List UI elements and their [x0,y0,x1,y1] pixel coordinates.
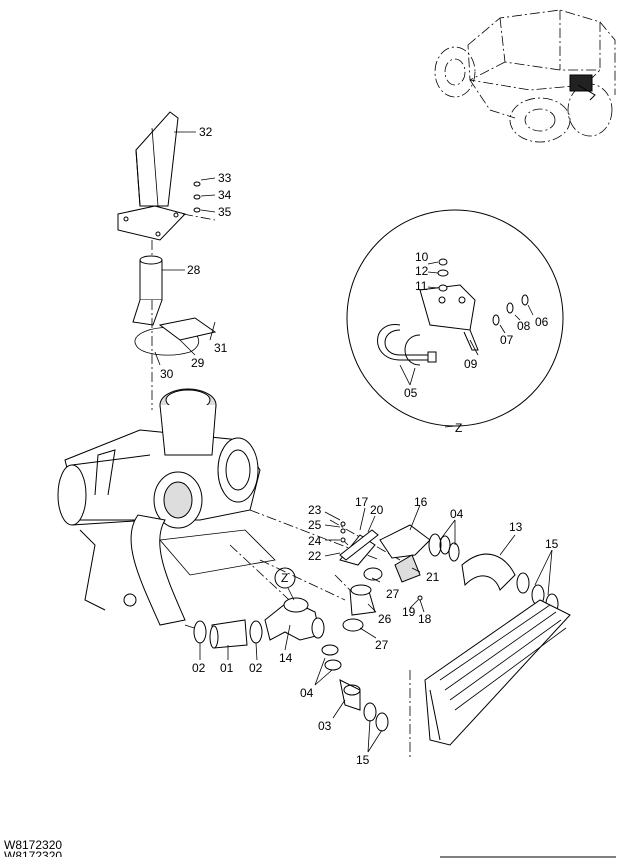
label-leaders [199,504,553,753]
part-label: 06 [535,315,549,329]
part-label: 35 [218,205,232,219]
part-label: 27 [386,587,400,601]
charge-air-pipes [193,597,389,732]
part-label: 12 [415,264,429,278]
part-label: 26 [378,612,392,626]
bracket-assembly [324,507,379,561]
part-label: 05 [404,386,418,400]
part-label: 15 [545,537,559,551]
drawing-code-duplicate: W8172320 [4,849,63,857]
part-label: 27 [375,638,389,652]
part-labels: 32 33 34 35 28 29 30 31 10 12 11 08 07 0… [160,125,559,767]
part-label: 33 [218,171,232,185]
part-label: 10 [415,250,429,264]
part-label: 23 [308,503,322,517]
part-label: 20 [370,503,384,517]
part-label: 04 [450,507,464,521]
part-label: 30 [160,367,174,381]
part-label: 03 [318,719,332,733]
drawing-code: W8172320 [4,838,63,852]
part-label: 22 [308,549,322,563]
exhaust-tube [132,255,217,366]
part-label: 02 [249,661,263,675]
part-label: 32 [199,125,213,139]
part-label: 04 [300,686,314,700]
detail-z-circle [346,209,564,428]
part-label: 16 [414,495,428,509]
part-label: 19 [402,605,416,619]
part-label: 18 [418,612,432,626]
muffler-assembly [57,388,276,626]
part-label: 24 [308,534,322,548]
part-label: 34 [218,188,232,202]
part-label: 28 [187,263,201,277]
part-label: 15 [356,753,370,767]
part-label: 17 [355,495,369,509]
part-label: 29 [191,356,205,370]
part-label: 02 [192,661,206,675]
part-label: 13 [509,520,523,534]
part-label: 21 [426,570,440,584]
detail-marker: Z [281,571,288,585]
part-label: 14 [279,651,293,665]
part-label: 11 [415,279,428,293]
part-label: 08 [517,319,531,333]
part-label: 31 [214,341,228,355]
tractor-overview [434,9,616,143]
stack-bolts [193,177,216,213]
part-label: 25 [308,518,322,532]
part-label: 07 [500,333,514,347]
exhaust-stack [117,111,196,241]
detail-label: Z [455,421,462,435]
part-label: 01 [220,661,234,675]
part-label: 09 [464,357,478,371]
